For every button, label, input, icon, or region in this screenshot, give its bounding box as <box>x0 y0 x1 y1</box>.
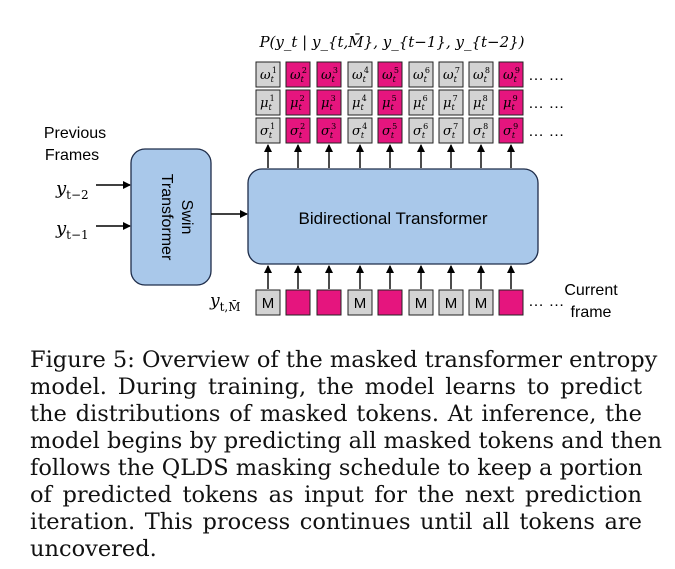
output-token: μt6 <box>408 89 434 116</box>
input-arrows <box>264 265 515 289</box>
svg-text:μt2: μt2 <box>290 94 305 112</box>
caption-line: model begins by predicting all masked to… <box>30 428 662 454</box>
mask-token: M <box>408 289 434 316</box>
output-token: μt7 <box>438 89 464 116</box>
swin-transformer-label-line-2: Transformer <box>158 174 175 261</box>
output-token: ωt4 <box>347 61 373 88</box>
output-token: μt4 <box>347 89 373 116</box>
svg-text:ωt4: ωt4 <box>352 66 369 84</box>
caption-line: of predicted tokens as input for the nex… <box>30 482 642 508</box>
swin-transformer-box <box>130 148 212 286</box>
svg-text:σt1: σt1 <box>260 122 275 140</box>
mask-token: M <box>438 289 464 316</box>
svg-text:M: M <box>445 295 458 312</box>
svg-text:ωt6: ωt6 <box>413 66 430 84</box>
caption-line: iteration. This process continues until … <box>30 509 642 535</box>
svg-text:M: M <box>354 295 367 312</box>
masked-input-label: yt,M̄ <box>209 291 241 314</box>
previous-frames-label-line-1: Previous <box>44 125 106 142</box>
output-token: σt7 <box>438 117 464 144</box>
unmasked-token <box>498 289 524 316</box>
output-token: ωt8 <box>468 61 494 88</box>
output-token: σt5 <box>377 117 403 144</box>
output-token: μt5 <box>377 89 403 116</box>
output-token: μt9 <box>498 89 524 116</box>
input-ellipsis: … … <box>528 293 564 310</box>
svg-text:ωt2: ωt2 <box>290 66 307 84</box>
svg-text:μt8: μt8 <box>473 94 488 112</box>
output-token: σt8 <box>468 117 494 144</box>
previous-frames-label-line-2: Frames <box>45 147 99 164</box>
output-token: ωt2 <box>285 61 311 88</box>
output-token: σt1 <box>255 117 281 144</box>
bidirectional-transformer-label: Bidirectional Transformer <box>299 209 488 228</box>
svg-text:σt6: σt6 <box>413 122 428 140</box>
output-token: μt1 <box>255 89 281 116</box>
svg-text:σt5: σt5 <box>382 122 397 140</box>
svg-text:ωt5: ωt5 <box>382 66 399 84</box>
caption-line: uncovered. <box>30 536 157 562</box>
output-token: ωt1 <box>255 61 281 88</box>
svg-text:μt1: μt1 <box>260 94 275 112</box>
svg-text:σt4: σt4 <box>352 122 367 140</box>
output-token: ωt5 <box>377 61 403 88</box>
svg-text:M: M <box>415 295 428 312</box>
svg-text:ωt7: ωt7 <box>443 66 460 84</box>
top-formula: P(y_t | y_{t,M̄}, y_{t−1}, y_{t−2}) <box>258 33 524 51</box>
current-frame-label-line-1: Current <box>564 282 618 299</box>
svg-text:μt9: μt9 <box>503 94 518 112</box>
caption-line: follows the QLDS masking schedule to kee… <box>30 455 643 481</box>
output-token: σt2 <box>285 117 311 144</box>
svg-text:μt3: μt3 <box>321 94 336 112</box>
output-token: σt4 <box>347 117 373 144</box>
bidirectional-transformer-box <box>247 168 539 265</box>
output-token-grid: ωt1 ωt2 ωt3 ωt4 ωt5 ωt6 ωt7 ωt8 ωt9 μt1 μt2 μt3 μt4 μ… <box>255 61 524 144</box>
caption-line: model. During training, the model learns… <box>30 374 642 400</box>
svg-text:μt5: μt5 <box>382 94 397 112</box>
unmasked-token <box>285 289 311 316</box>
svg-text:μt4: μt4 <box>352 94 367 112</box>
output-token: μt2 <box>285 89 311 116</box>
svg-text:ωt1: ωt1 <box>260 66 277 84</box>
output-token: σt9 <box>498 117 524 144</box>
caption-line: Figure 5: Overview of the masked transfo… <box>30 347 658 373</box>
svg-text:ωt8: ωt8 <box>473 66 490 84</box>
mask-token: M <box>255 289 281 316</box>
svg-text:σt9: σt9 <box>503 122 518 140</box>
output-token: ωt3 <box>316 61 342 88</box>
svg-text:ωt9: ωt9 <box>503 66 520 84</box>
svg-text:M: M <box>475 295 488 312</box>
output-token: ωt9 <box>498 61 524 88</box>
output-ellipsis-row-1: … … <box>528 67 564 84</box>
output-ellipsis-row-3: … … <box>528 123 564 140</box>
svg-text:σt2: σt2 <box>290 122 305 140</box>
swin-transformer-label-line-1: Swin <box>178 200 195 235</box>
output-token: σt6 <box>408 117 434 144</box>
output-token: ωt6 <box>408 61 434 88</box>
svg-text:μt7: μt7 <box>443 94 458 112</box>
svg-text:σt3: σt3 <box>321 122 336 140</box>
output-ellipsis-row-2: … … <box>528 95 564 112</box>
input-y-t-minus-1: yt−1 <box>55 218 89 242</box>
current-frame-label-line-2: frame <box>571 304 612 321</box>
svg-text:μt6: μt6 <box>413 94 428 112</box>
mask-token: M <box>347 289 373 316</box>
svg-text:σt7: σt7 <box>443 122 458 140</box>
unmasked-token <box>316 289 342 316</box>
figure-caption: Figure 5: Overview of the masked transfo… <box>30 347 662 563</box>
mask-token: M <box>468 289 494 316</box>
svg-text:σt8: σt8 <box>473 122 488 140</box>
caption-line: the distributions of masked tokens. At i… <box>30 401 642 427</box>
output-token: ωt7 <box>438 61 464 88</box>
svg-text:M: M <box>262 295 275 312</box>
output-token: μt8 <box>468 89 494 116</box>
input-y-t-minus-2: yt−2 <box>55 178 89 202</box>
unmasked-token <box>377 289 403 316</box>
output-token: σt3 <box>316 117 342 144</box>
output-token: μt3 <box>316 89 342 116</box>
svg-text:ωt3: ωt3 <box>321 66 338 84</box>
output-arrows <box>264 144 515 168</box>
